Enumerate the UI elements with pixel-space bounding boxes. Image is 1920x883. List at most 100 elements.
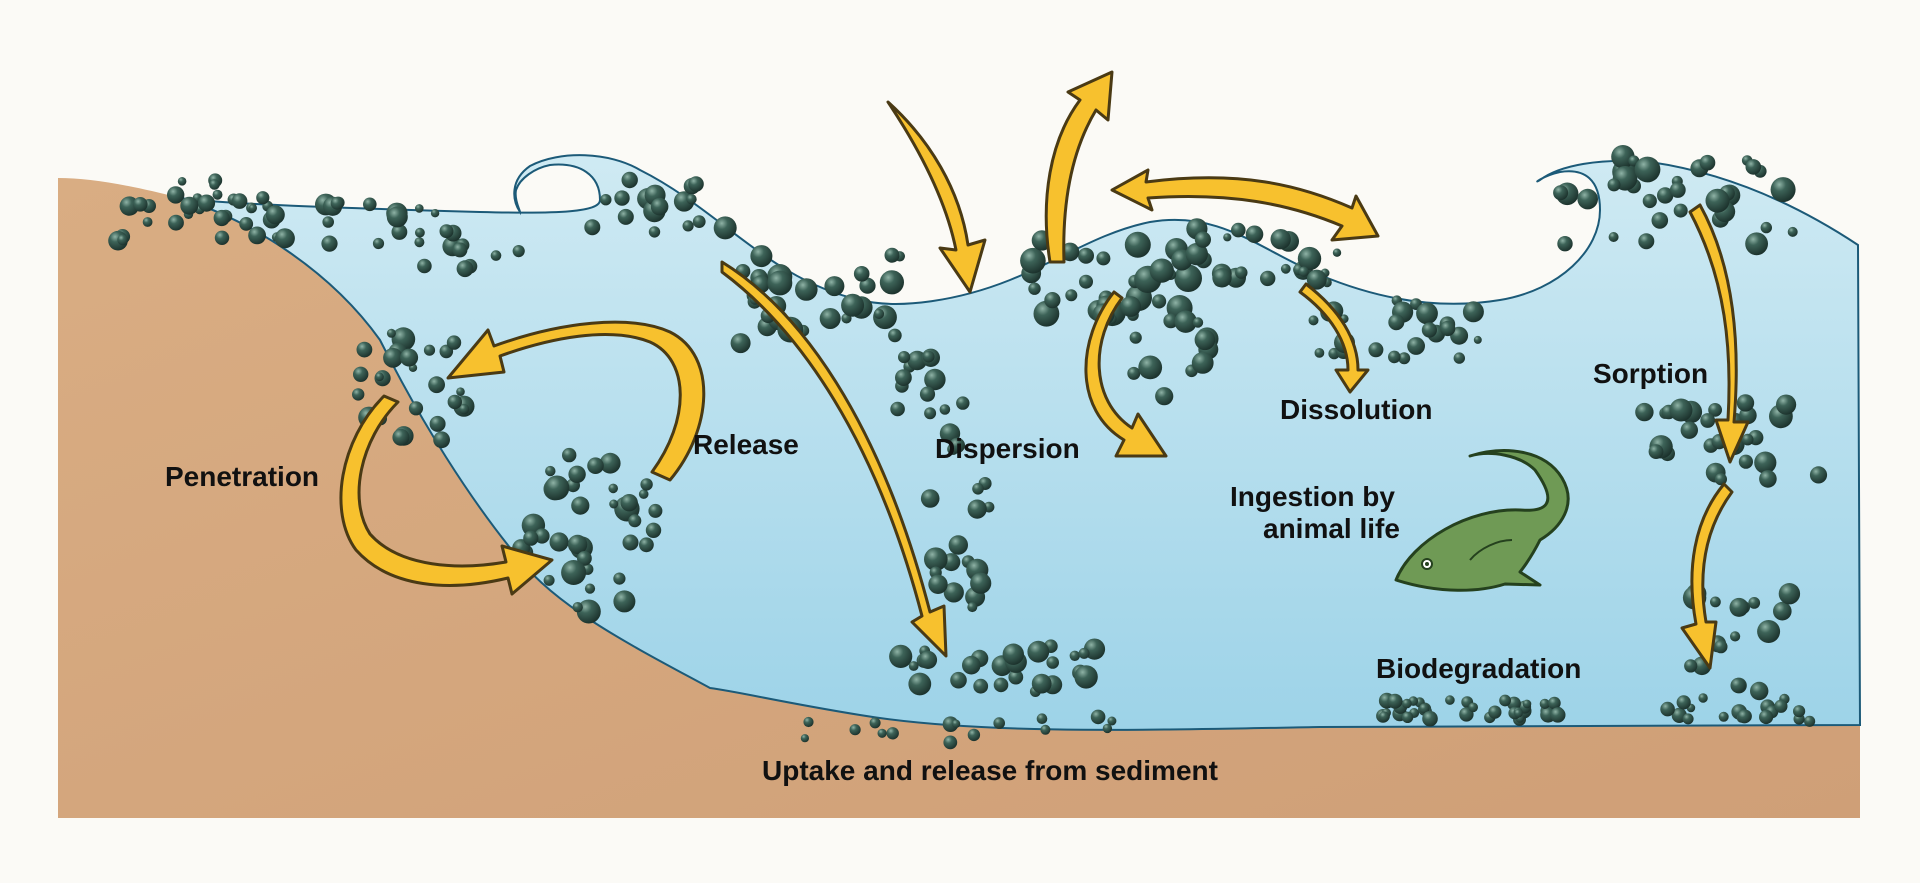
oil-droplet-icon — [973, 678, 989, 694]
oil-droplet-icon — [1155, 387, 1174, 406]
oil-droplet-icon — [1745, 159, 1762, 175]
oil-droplet-icon — [1714, 473, 1727, 486]
label-ingestion-line1: Ingestion by — [1230, 481, 1395, 512]
oil-droplet-icon — [614, 190, 630, 206]
oil-droplet-icon — [1710, 596, 1721, 608]
oil-droplet-icon — [1657, 187, 1674, 204]
oil-droplet-icon — [1174, 264, 1202, 293]
oil-droplet-icon — [1090, 709, 1106, 725]
label-penetration: Penetration — [165, 461, 319, 492]
oil-droplet-icon — [1773, 601, 1792, 621]
oil-droplet-icon — [993, 677, 1009, 693]
oil-droplet-icon — [1553, 185, 1569, 201]
oil-droplet-icon — [433, 431, 450, 449]
oil-droplet-icon — [1548, 696, 1561, 710]
oil-droplet-icon — [1388, 314, 1405, 331]
oil-droplet-icon — [1729, 597, 1749, 617]
oil-droplet-icon — [1648, 444, 1664, 459]
oil-droplet-icon — [908, 672, 932, 696]
oil-droplet-icon — [849, 724, 861, 736]
oil-droplet-icon — [386, 328, 396, 338]
oil-droplet-icon — [841, 293, 865, 317]
oil-droplet-icon — [523, 530, 539, 546]
oil-droplet-icon — [993, 717, 1005, 729]
oil-droplet-icon — [352, 388, 365, 401]
oil-droplet-icon — [1738, 454, 1753, 469]
oil-droplet-icon — [750, 245, 773, 268]
oil-droplet-icon — [1028, 282, 1041, 295]
oil-droplet-icon — [571, 496, 590, 515]
oil-droplet-icon — [1212, 268, 1232, 288]
oil-droplet-icon — [1069, 650, 1081, 661]
oil-droplet-icon — [1402, 698, 1412, 709]
oil-droplet-icon — [386, 206, 408, 228]
oil-droplet-icon — [730, 333, 751, 354]
oil-droplet-icon — [1741, 433, 1754, 446]
oil-droplet-icon — [1445, 695, 1455, 705]
oil-droplet-icon — [353, 366, 369, 382]
oil-droplet-icon — [568, 465, 586, 483]
oil-droplet-icon — [1748, 597, 1761, 609]
oil-droplet-icon — [924, 407, 937, 420]
oil-droplet-icon — [330, 196, 344, 210]
oil-droplet-icon — [951, 719, 961, 728]
oil-droplet-icon — [686, 194, 697, 205]
oil-droplet-icon — [1757, 620, 1781, 643]
oil-droplet-icon — [587, 457, 604, 475]
oil-droplet-icon — [1368, 342, 1384, 358]
oil-droplet-icon — [1074, 665, 1098, 689]
label-biodegradation: Biodegradation — [1376, 653, 1581, 684]
oil-droplet-icon — [1332, 248, 1342, 257]
arrows — [339, 70, 1750, 670]
oil-droplet-icon — [800, 734, 810, 743]
oil-droplet-icon — [180, 196, 199, 215]
oil-droplet-icon — [392, 428, 410, 446]
oil-droplet-icon — [167, 186, 185, 204]
oil-droplet-icon — [265, 205, 285, 225]
oil-droplet-icon — [1008, 669, 1024, 685]
oil-droplet-icon — [1634, 156, 1661, 183]
oil-droplet-icon — [1298, 266, 1309, 277]
oil-droplet-icon — [1684, 659, 1698, 673]
oil-droplet-icon — [648, 503, 663, 518]
oil-droplet-icon — [512, 245, 525, 258]
oil-droplet-icon — [428, 376, 445, 394]
oil-droplet-icon — [168, 214, 184, 231]
oil-droplet-icon — [456, 387, 465, 397]
oil-droplet-icon — [895, 369, 912, 386]
oil-droplet-icon — [819, 308, 841, 329]
oil-droplet-icon — [375, 372, 384, 382]
oil-droplet-icon — [918, 650, 938, 670]
oil-droplet-icon — [1078, 647, 1090, 659]
oil-droplet-icon — [1416, 302, 1438, 325]
oil-droplet-icon — [214, 230, 230, 245]
oil-droplet-icon — [692, 215, 706, 229]
oil-droplet-icon — [577, 551, 592, 566]
oil-droplet-icon — [1194, 231, 1211, 248]
oil-droplet-icon — [650, 197, 669, 216]
fish-icon — [1394, 449, 1570, 592]
oil-droplet-icon — [1388, 350, 1401, 364]
oil-droplet-icon — [898, 351, 911, 364]
oil-droplet-icon — [1714, 640, 1728, 654]
oil-droplet-icon — [639, 537, 654, 553]
oil-droplet-icon — [1754, 451, 1777, 474]
label-ingestion-line2: animal life — [1263, 513, 1400, 544]
oil-droplet-icon — [1231, 222, 1246, 238]
oil-droplet-icon — [356, 341, 373, 358]
oil-droplet-icon — [1192, 317, 1204, 328]
oil-droplet-icon — [1642, 193, 1657, 209]
oil-droplet-icon — [239, 217, 254, 231]
oil-droplet-icon — [888, 328, 902, 343]
oil-droplet-icon — [890, 401, 905, 417]
oil-droplet-icon — [645, 522, 662, 538]
curved-arrow-icon — [339, 394, 554, 596]
oil-droplet-icon — [682, 220, 694, 232]
oil-droplet-icon — [1488, 705, 1502, 719]
oil-droplet-icon — [133, 197, 148, 212]
oil-droplet-icon — [177, 177, 187, 186]
oil-droplet-icon — [1031, 673, 1052, 694]
oil-droplet-icon — [1522, 699, 1532, 709]
oil-droplet-icon — [1635, 402, 1654, 422]
oil-droplet-icon — [1557, 236, 1573, 252]
